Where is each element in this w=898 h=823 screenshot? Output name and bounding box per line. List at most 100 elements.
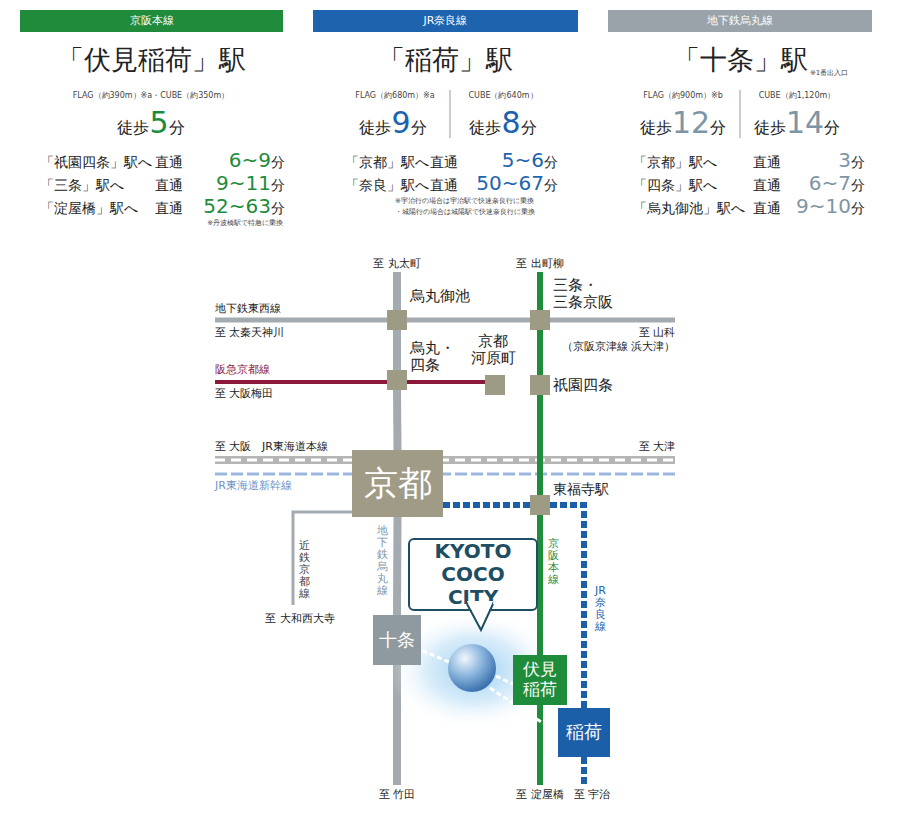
station-marker: 三条・ 三条京阪: [530, 310, 550, 330]
label-group: 「四条」駅へ直通6~7分: [633, 173, 865, 193]
station-marker: 祇園四条: [530, 375, 550, 395]
label-text: 12: [672, 108, 710, 138]
label-group: FLAG（約900m）※b: [643, 92, 723, 100]
label-text: 徒歩: [117, 120, 149, 136]
label-text: 9: [391, 108, 410, 138]
label-text: 至 大和西大寺: [265, 613, 335, 624]
label-group: 阪急京都線: [215, 364, 270, 375]
label-text: 徒歩: [754, 120, 786, 136]
label-text: CUBE（約640m）: [468, 92, 537, 100]
label-text: 分: [271, 155, 285, 169]
label-text: 分: [824, 120, 840, 136]
label-group: 至 大津: [639, 441, 676, 452]
label-group: ※宇治行の場合は宇治駅で快速奈良行に乗換: [395, 198, 534, 205]
label-group: 徒歩12分: [640, 108, 726, 138]
label-text: 徒歩: [359, 120, 391, 136]
label-text: 6~7: [791, 173, 851, 193]
label-text: FLAG（約900m）※b: [643, 92, 723, 100]
label-text: 14: [786, 108, 824, 138]
label-text: （京阪京津線 浜大津）: [562, 341, 676, 352]
label-text: 直通: [430, 178, 468, 192]
label-text: FLAG（約390m）※a・CUBE（約350m）: [73, 92, 230, 100]
label-text: 阪急京都線: [215, 364, 270, 375]
label-group: 「祇園四条」駅へ直通6~9分: [40, 150, 285, 170]
label-text: 6~9: [195, 150, 271, 170]
column-divider: [450, 90, 451, 138]
station-box: 稲荷: [558, 708, 610, 757]
station-name: 祇園四条: [553, 377, 613, 394]
station-box: 京阪本線: [20, 10, 283, 32]
label-text: 分: [271, 178, 285, 192]
label-text: 直通: [753, 178, 791, 192]
station-marker: 烏丸・ 四条: [387, 370, 407, 390]
label-group: 「京都」駅へ直通3分: [633, 150, 865, 170]
label-group: JR東海道新幹線: [215, 480, 292, 491]
station-name: 京都: [364, 464, 432, 503]
label-text: FLAG（約680m）※a: [355, 92, 434, 100]
label-group: FLAG（約390m）※a・CUBE（約350m）: [73, 92, 230, 100]
label-text: 5~6: [468, 150, 544, 170]
label-group: 至 竹田: [379, 789, 416, 800]
label-group: 至 大和西大寺: [265, 613, 335, 624]
label-text: JR東海道新幹線: [215, 480, 292, 491]
tozai-line: [215, 318, 387, 323]
station-box: 地下鉄烏丸線: [608, 10, 872, 32]
label-group: 「烏丸御池」駅へ直通9~10分: [633, 196, 865, 216]
station-name: 烏丸・ 四条: [410, 340, 457, 375]
label-group: 至 出町柳: [516, 258, 564, 269]
rail-connector: [443, 502, 530, 508]
label-text: 分: [271, 201, 285, 215]
label-group: 「淀屋橋」駅へ直通52~63分: [40, 196, 285, 216]
karasuma-line: [393, 272, 401, 310]
label-text: 至 出町柳: [516, 258, 564, 269]
label-text: 直通: [155, 155, 195, 169]
label-text: 至 大阪梅田: [215, 388, 274, 399]
label-group: 徒歩8分: [469, 108, 536, 138]
label-text: 徒歩: [469, 120, 501, 136]
station-name: 烏丸御池: [410, 288, 470, 305]
label-text: 「京都」駅へ: [345, 155, 430, 169]
rail-connector: [537, 395, 543, 495]
station-name: 十条: [379, 630, 415, 651]
station-name: 伏見 稲荷: [522, 660, 558, 699]
label-text: 直通: [753, 201, 791, 215]
label-text: 直通: [155, 178, 195, 192]
label-group: 至 大阪: [215, 441, 252, 452]
label-group: 「伏見稲荷」駅: [57, 46, 246, 73]
label-group: 徒歩9分: [359, 108, 426, 138]
label-text: ・城陽行の場合は城陽駅で快速奈良行に乗換: [395, 209, 535, 216]
label-text: 「烏丸御池」駅へ: [633, 201, 753, 215]
label-text: 至 丸太町: [373, 258, 421, 269]
label-group: 至 宇治: [574, 789, 611, 800]
label-text: 52~63: [195, 196, 271, 216]
label-text: 近鉄京都線: [299, 540, 310, 600]
station-name: 京阪本線: [130, 15, 174, 28]
column-divider: [740, 90, 741, 138]
label-text: 分: [851, 201, 865, 215]
label-group: 至 太秦天神川: [215, 327, 285, 338]
label-text: 至 竹田: [379, 789, 416, 800]
kintetsu-line: [293, 512, 352, 605]
label-group: ・城陽行の場合は城陽駅で快速奈良行に乗換: [395, 209, 535, 216]
label-text: 5: [149, 108, 168, 138]
label-text: 9~11: [195, 173, 271, 193]
keihan-line: [537, 705, 543, 785]
jr-nara-line: [581, 757, 587, 785]
rail-connector: [407, 318, 530, 323]
rail-connector: [407, 380, 485, 384]
label-group: 「十条」駅: [673, 46, 808, 73]
label-text: 分: [851, 155, 865, 169]
label-text: JR奈良線: [595, 585, 606, 633]
label-group: 地下鉄烏丸線: [377, 525, 388, 598]
station-marker: 烏丸御池: [387, 310, 407, 330]
label-group: CUBE（約640m）: [468, 92, 537, 100]
label-text: 3: [791, 150, 851, 170]
label-text: 至 山科: [639, 327, 676, 338]
label-text: 至 大阪: [215, 441, 252, 452]
label-text: 京阪本線: [548, 538, 559, 586]
station-name: 京都 河原町: [470, 333, 517, 368]
location-ball: [448, 644, 496, 692]
label-text: ※宇治行の場合は宇治駅で快速奈良行に乗換: [395, 198, 534, 205]
label-text: ※1番出入口: [810, 70, 848, 77]
label-text: 至 淀屋橋: [516, 789, 564, 800]
